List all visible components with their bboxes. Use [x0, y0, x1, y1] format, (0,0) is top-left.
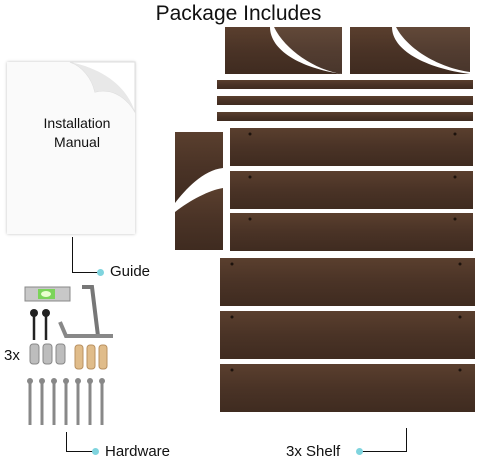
- back-panel: [230, 128, 473, 251]
- long-screw-icon: [28, 381, 104, 425]
- rod-icon: [217, 80, 473, 121]
- hardware-dot: [92, 448, 99, 455]
- bracket-set-top: [225, 27, 470, 74]
- bracket-set-left: [175, 132, 223, 250]
- hardware-connector-horizontal: [66, 451, 94, 452]
- dowel-icon: [74, 344, 108, 370]
- hardware-label: Hardware: [105, 443, 171, 460]
- shelf-label: 3x Shelf: [286, 443, 341, 460]
- screw-icon: [30, 309, 50, 340]
- guide-connector-vertical: [72, 237, 73, 273]
- shelf-board: [220, 258, 475, 412]
- shelf-connector-horizontal: [362, 451, 407, 452]
- anchor-icon: [29, 343, 66, 365]
- manual-title-line1: Installation: [43, 115, 111, 131]
- level-icon: [24, 286, 71, 302]
- shelf-connector-vertical: [406, 428, 407, 452]
- hardware-connector-vertical: [66, 432, 67, 452]
- allen-key-icon: [82, 285, 100, 337]
- shelf-dot: [356, 448, 363, 455]
- guide-dot: [97, 269, 104, 276]
- anchor-count: 3x: [4, 347, 20, 364]
- manual-title-line2: Manual: [54, 134, 100, 150]
- guide-label: Guide: [110, 263, 151, 280]
- page-title: Package Includes: [155, 2, 322, 25]
- manual-text: Installation Manual: [27, 114, 127, 152]
- guide-connector-horizontal: [72, 272, 100, 273]
